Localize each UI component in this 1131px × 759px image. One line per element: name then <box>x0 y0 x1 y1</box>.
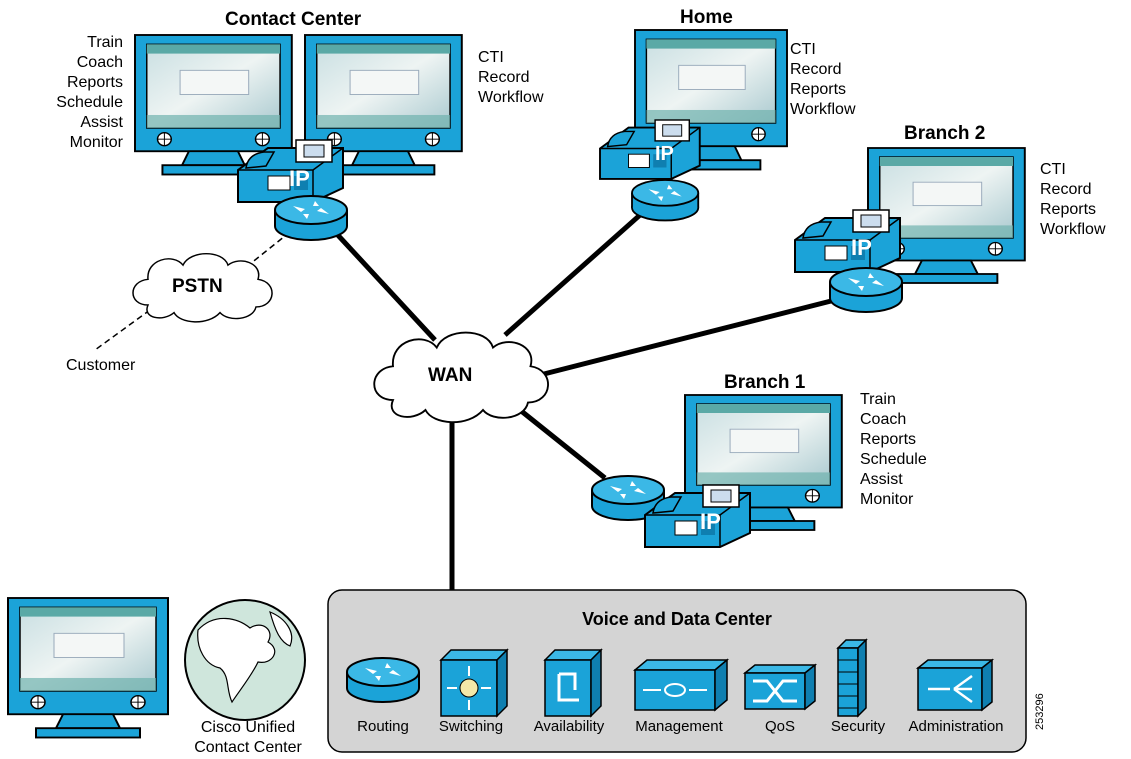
globe-icon <box>184 599 306 721</box>
service-label-switching: Switching <box>438 718 504 735</box>
ip-phone-label-cc: IP <box>289 166 310 191</box>
management-icon <box>632 658 730 712</box>
pstn-link <box>244 231 291 269</box>
ucc-label-line2: Contact Center <box>194 739 302 756</box>
function-item: Record <box>790 61 842 78</box>
routing-icon <box>346 657 420 703</box>
function-item: CTI <box>790 41 816 58</box>
switching-icon <box>439 648 509 718</box>
function-item: Monitor <box>860 491 914 508</box>
contact-center-title: Contact Center <box>225 9 362 30</box>
function-item: Workflow <box>1040 221 1106 238</box>
service-label-routing: Routing <box>357 718 409 735</box>
home-functions: CTI Record Reports Workflow <box>790 40 856 120</box>
ip-phone-label-b1: IP <box>700 509 721 534</box>
function-item: CTI <box>1040 161 1066 178</box>
pstn-label: PSTN <box>172 276 223 297</box>
function-item: Assist <box>80 114 123 131</box>
home-ip-phone <box>599 119 701 180</box>
ucc-monitor <box>7 597 169 739</box>
ip-phone-label-b2: IP <box>851 235 872 260</box>
administration-icon <box>915 658 995 712</box>
function-item: Coach <box>76 54 123 71</box>
function-item: Train <box>860 391 896 408</box>
function-item: Record <box>1040 181 1092 198</box>
function-item: Reports <box>860 431 917 448</box>
security-icon <box>836 638 868 718</box>
contact-center-router <box>274 195 348 241</box>
ucc-label-line1: Cisco Unified <box>200 719 296 736</box>
service-label-security: Security <box>830 718 886 735</box>
function-item: Reports <box>1040 201 1097 218</box>
home-title: Home <box>680 7 733 28</box>
function-item: Schedule <box>56 94 123 111</box>
branch2-router <box>829 267 903 313</box>
data-center-title: Voice and Data Center <box>582 609 772 629</box>
function-item: Monitor <box>69 134 123 151</box>
branch1-functions: Train Coach Reports Schedule Assist Moni… <box>860 390 927 510</box>
branch2-functions: CTI Record Reports Workflow <box>1040 160 1106 240</box>
function-item: Reports <box>790 81 847 98</box>
function-item: Record <box>478 69 530 86</box>
function-item: Coach <box>860 411 907 428</box>
service-label-management: Management <box>635 718 723 735</box>
branch2-title: Branch 2 <box>904 123 986 144</box>
customer-label: Customer <box>66 357 136 374</box>
qos-icon <box>742 663 818 711</box>
function-item: Workflow <box>790 101 856 118</box>
branch2-ip-phone <box>794 209 901 273</box>
function-item: Schedule <box>860 451 927 468</box>
function-item: Assist <box>860 471 903 488</box>
home-router <box>631 179 700 222</box>
wan-links <box>333 213 836 590</box>
function-item: Reports <box>66 74 123 91</box>
ip-phone-label-home: IP <box>655 143 674 165</box>
wan-label: WAN <box>428 365 473 386</box>
availability-icon <box>543 648 603 718</box>
customer-link <box>94 309 151 351</box>
service-label-administration: Administration <box>908 718 1004 735</box>
contact-center-functions-right: CTI Record Workflow <box>478 48 544 108</box>
service-label-availability: Availability <box>533 718 605 735</box>
service-label-qos: QoS <box>764 718 795 735</box>
contact-center-functions-left: Train Coach Reports Schedule Assist Moni… <box>56 33 123 153</box>
function-item: CTI <box>478 49 504 66</box>
function-item: Train <box>87 34 123 51</box>
branch1-title: Branch 1 <box>724 372 806 393</box>
function-item: Workflow <box>478 89 544 106</box>
figure-number: 253296 <box>1034 693 1046 730</box>
